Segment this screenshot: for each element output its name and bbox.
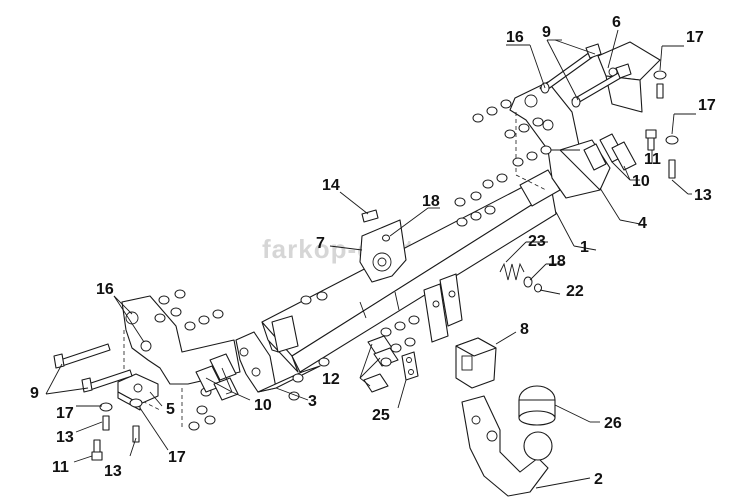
right-side-bracket <box>509 81 611 199</box>
label-part-12: 12 <box>322 371 340 388</box>
electrical-socket <box>455 337 497 389</box>
label-part-16-top: 16 <box>506 29 524 46</box>
label-part-9-top: 9 <box>542 24 551 41</box>
label-part-23: 23 <box>528 233 546 250</box>
label-part-10-right: 10 <box>632 173 650 190</box>
label-part-13-left-a: 13 <box>56 429 74 446</box>
label-part-18-top: 18 <box>422 193 440 210</box>
label-part-2: 2 <box>594 471 603 488</box>
label-part-14: 14 <box>322 177 340 194</box>
ball-arm <box>461 395 553 497</box>
link-plate <box>401 351 419 381</box>
label-part-13-right: 13 <box>694 187 712 204</box>
ball-cover <box>518 385 556 426</box>
label-part-10-left: 10 <box>254 397 272 414</box>
spring-washer-nut <box>499 262 542 293</box>
label-part-4: 4 <box>638 215 647 232</box>
right-bracket-bolts <box>583 133 637 171</box>
right-long-bolts <box>539 43 632 108</box>
left-small-hardware <box>91 398 143 461</box>
label-part-7: 7 <box>316 235 325 252</box>
right-nut-column <box>454 99 552 227</box>
ball-mount-plates <box>423 273 463 343</box>
label-part-25: 25 <box>372 407 390 424</box>
label-part-13-left-b: 13 <box>104 463 122 480</box>
right-small-hardware <box>645 70 679 179</box>
label-part-17-top: 17 <box>686 29 704 46</box>
left-long-bolts <box>53 343 133 393</box>
label-part-8: 8 <box>520 321 529 338</box>
label-part-17-left-b: 17 <box>168 449 186 466</box>
label-part-3: 3 <box>308 393 317 410</box>
leader-lines <box>45 29 696 489</box>
label-part-26: 26 <box>604 415 622 432</box>
label-part-17-left-a: 17 <box>56 405 74 422</box>
label-part-6: 6 <box>612 14 621 31</box>
label-part-5: 5 <box>166 401 175 418</box>
top-mount-plate <box>597 41 661 113</box>
center-bracket <box>235 315 321 393</box>
center-bolts <box>363 315 420 393</box>
label-part-17-right: 17 <box>698 97 716 114</box>
label-part-18-mid: 18 <box>548 253 566 270</box>
socket-bracket <box>359 209 407 283</box>
label-part-9-left: 9 <box>30 385 39 402</box>
part-labels: 1 4 10 16 9 6 17 17 11 13 14 18 7 23 18 … <box>30 14 716 488</box>
label-part-22: 22 <box>566 283 584 300</box>
label-part-11-right: 11 <box>644 151 661 168</box>
label-part-1: 1 <box>580 239 589 256</box>
left-nut-columns <box>154 289 330 431</box>
label-part-11-left: 11 <box>52 459 69 476</box>
label-part-16-left: 16 <box>96 281 114 298</box>
